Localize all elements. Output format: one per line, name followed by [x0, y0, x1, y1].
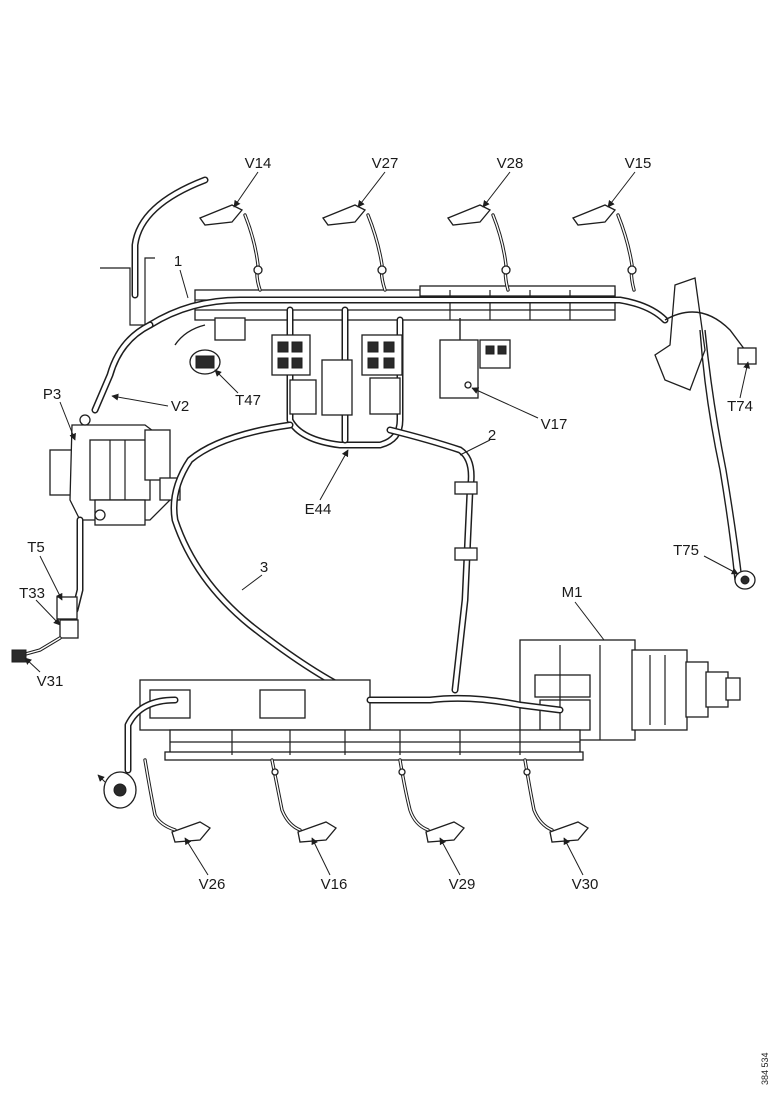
center-connectors: [271, 334, 403, 416]
label-v17: V17: [541, 416, 568, 433]
t74-bracket: [654, 277, 757, 581]
leader-lines: [24, 171, 751, 876]
label-harness-2: 2: [488, 427, 496, 444]
label-harness-3: 3: [260, 559, 268, 576]
label-v15: V15: [625, 155, 652, 172]
document-id: 384 534: [760, 1052, 770, 1085]
label-v30: V30: [572, 876, 599, 893]
t75-sensor: [734, 570, 756, 590]
injector-v27: [321, 204, 387, 292]
label-m1: M1: [562, 584, 583, 601]
injector-v16: [270, 758, 337, 843]
injector-v28: [446, 204, 511, 292]
left-lower-sensors: [11, 516, 84, 663]
injector-v15: [571, 204, 637, 292]
label-t75: T75: [673, 542, 699, 559]
label-p3: P3: [43, 386, 61, 403]
label-t47: T47: [235, 392, 261, 409]
m1-starter-motor: [519, 639, 741, 741]
label-t33: T33: [19, 585, 45, 602]
v17-module: [439, 318, 511, 399]
label-harness-1: 1: [174, 253, 182, 270]
lower-rail: [103, 679, 584, 809]
injector-v29: [398, 758, 465, 843]
label-v27: V27: [372, 155, 399, 172]
label-v26: V26: [199, 876, 226, 893]
label-t74: T74: [727, 398, 753, 415]
label-v16: V16: [321, 876, 348, 893]
p3-pump: [49, 414, 181, 526]
labels: V14 V27 V28 V15 1 P3 V2 T47 V17 T74 2 E4…: [19, 155, 770, 1085]
injector-v26: [143, 758, 211, 843]
injector-v30: [523, 758, 589, 843]
harness-3: [170, 421, 374, 704]
label-v14: V14: [245, 155, 272, 172]
label-v31: V31: [37, 673, 64, 690]
label-e44: E44: [305, 501, 332, 518]
injector-v14: [198, 204, 263, 292]
harness-2: [386, 426, 478, 694]
label-v29: V29: [449, 876, 476, 893]
label-v2: V2: [171, 398, 189, 415]
t47-sensor: [174, 317, 246, 375]
label-t5: T5: [27, 539, 45, 556]
label-v28: V28: [497, 155, 524, 172]
